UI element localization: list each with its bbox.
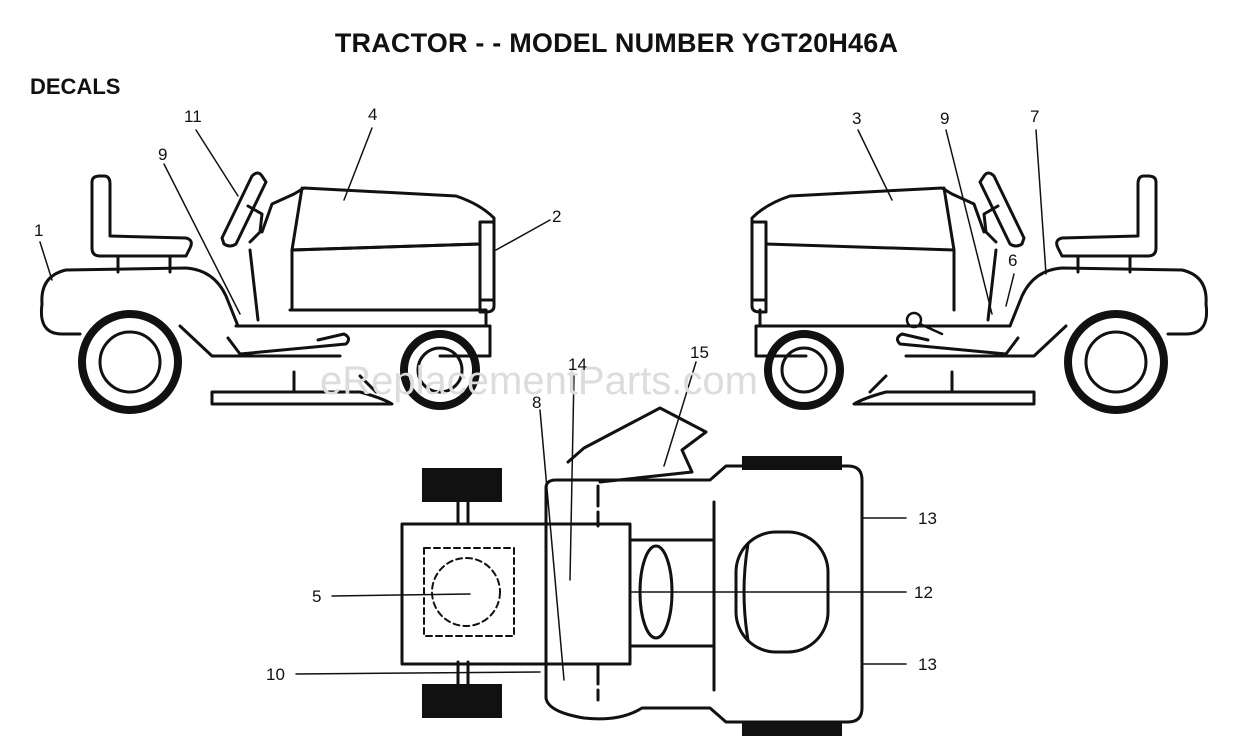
- front-wheel-left: [400, 330, 480, 410]
- ignition-key-icon: [905, 311, 923, 329]
- front-wheel-right: [764, 330, 844, 410]
- callout-3: 3: [852, 109, 861, 128]
- page-title: TRACTOR - - MODEL NUMBER YGT20H46A: [334, 28, 899, 58]
- footrest-right: [895, 332, 1020, 356]
- callout-9-left: 9: [158, 145, 167, 164]
- rear-fender-left: [40, 266, 488, 328]
- mower-deck-right: [852, 390, 1036, 406]
- callout-2: 2: [552, 207, 561, 226]
- grille-right: [750, 220, 768, 314]
- tractor-left-side-view: [39, 171, 496, 414]
- callout-15: 15: [690, 343, 709, 362]
- tractor-top-view: [400, 406, 864, 736]
- hood-left: [260, 186, 496, 312]
- steering-wheel-left: [220, 171, 268, 248]
- rear-wheel-left: [78, 310, 182, 414]
- callout-14: 14: [568, 355, 587, 374]
- rear-tire-bottom: [742, 722, 842, 736]
- watermark: eReplacementParts.com: [320, 359, 758, 403]
- grille-left: [478, 220, 496, 314]
- seat-left: [90, 174, 193, 258]
- rear-tire-top: [742, 456, 842, 470]
- callout-9-right: 9: [940, 109, 949, 128]
- deck-top: [544, 464, 864, 724]
- steering-wheel-right: [978, 171, 1026, 248]
- callout-5: 5: [312, 587, 321, 606]
- callout-10: 10: [266, 665, 285, 684]
- front-tire-top: [422, 468, 502, 502]
- front-tire-bottom: [422, 684, 502, 718]
- callout-labels: 1 11 9 4 2 3 9 7 6 14 15 8 5 10 13 12 13: [34, 105, 1039, 684]
- rear-wheel-right: [1064, 310, 1168, 414]
- seat-right: [1055, 174, 1158, 258]
- footrest-left: [226, 332, 351, 356]
- callout-11: 11: [184, 107, 202, 126]
- discharge-chute: [566, 406, 708, 484]
- section-heading: DECALS: [30, 74, 121, 99]
- callout-13-bottom: 13: [918, 655, 937, 674]
- callout-1: 1: [34, 221, 43, 240]
- tractor-right-side-view: [750, 171, 1209, 414]
- callout-6: 6: [1008, 251, 1017, 270]
- mower-deck-left: [210, 390, 394, 406]
- rear-fender-right: [758, 266, 1208, 328]
- hood-top: [400, 522, 632, 666]
- callout-4: 4: [368, 105, 377, 124]
- callout-7: 7: [1030, 107, 1039, 126]
- callout-12: 12: [914, 583, 933, 602]
- callout-8: 8: [532, 393, 541, 412]
- hood-right: [750, 186, 986, 312]
- leader-lines: [39, 127, 1047, 681]
- callout-13-top: 13: [918, 509, 937, 528]
